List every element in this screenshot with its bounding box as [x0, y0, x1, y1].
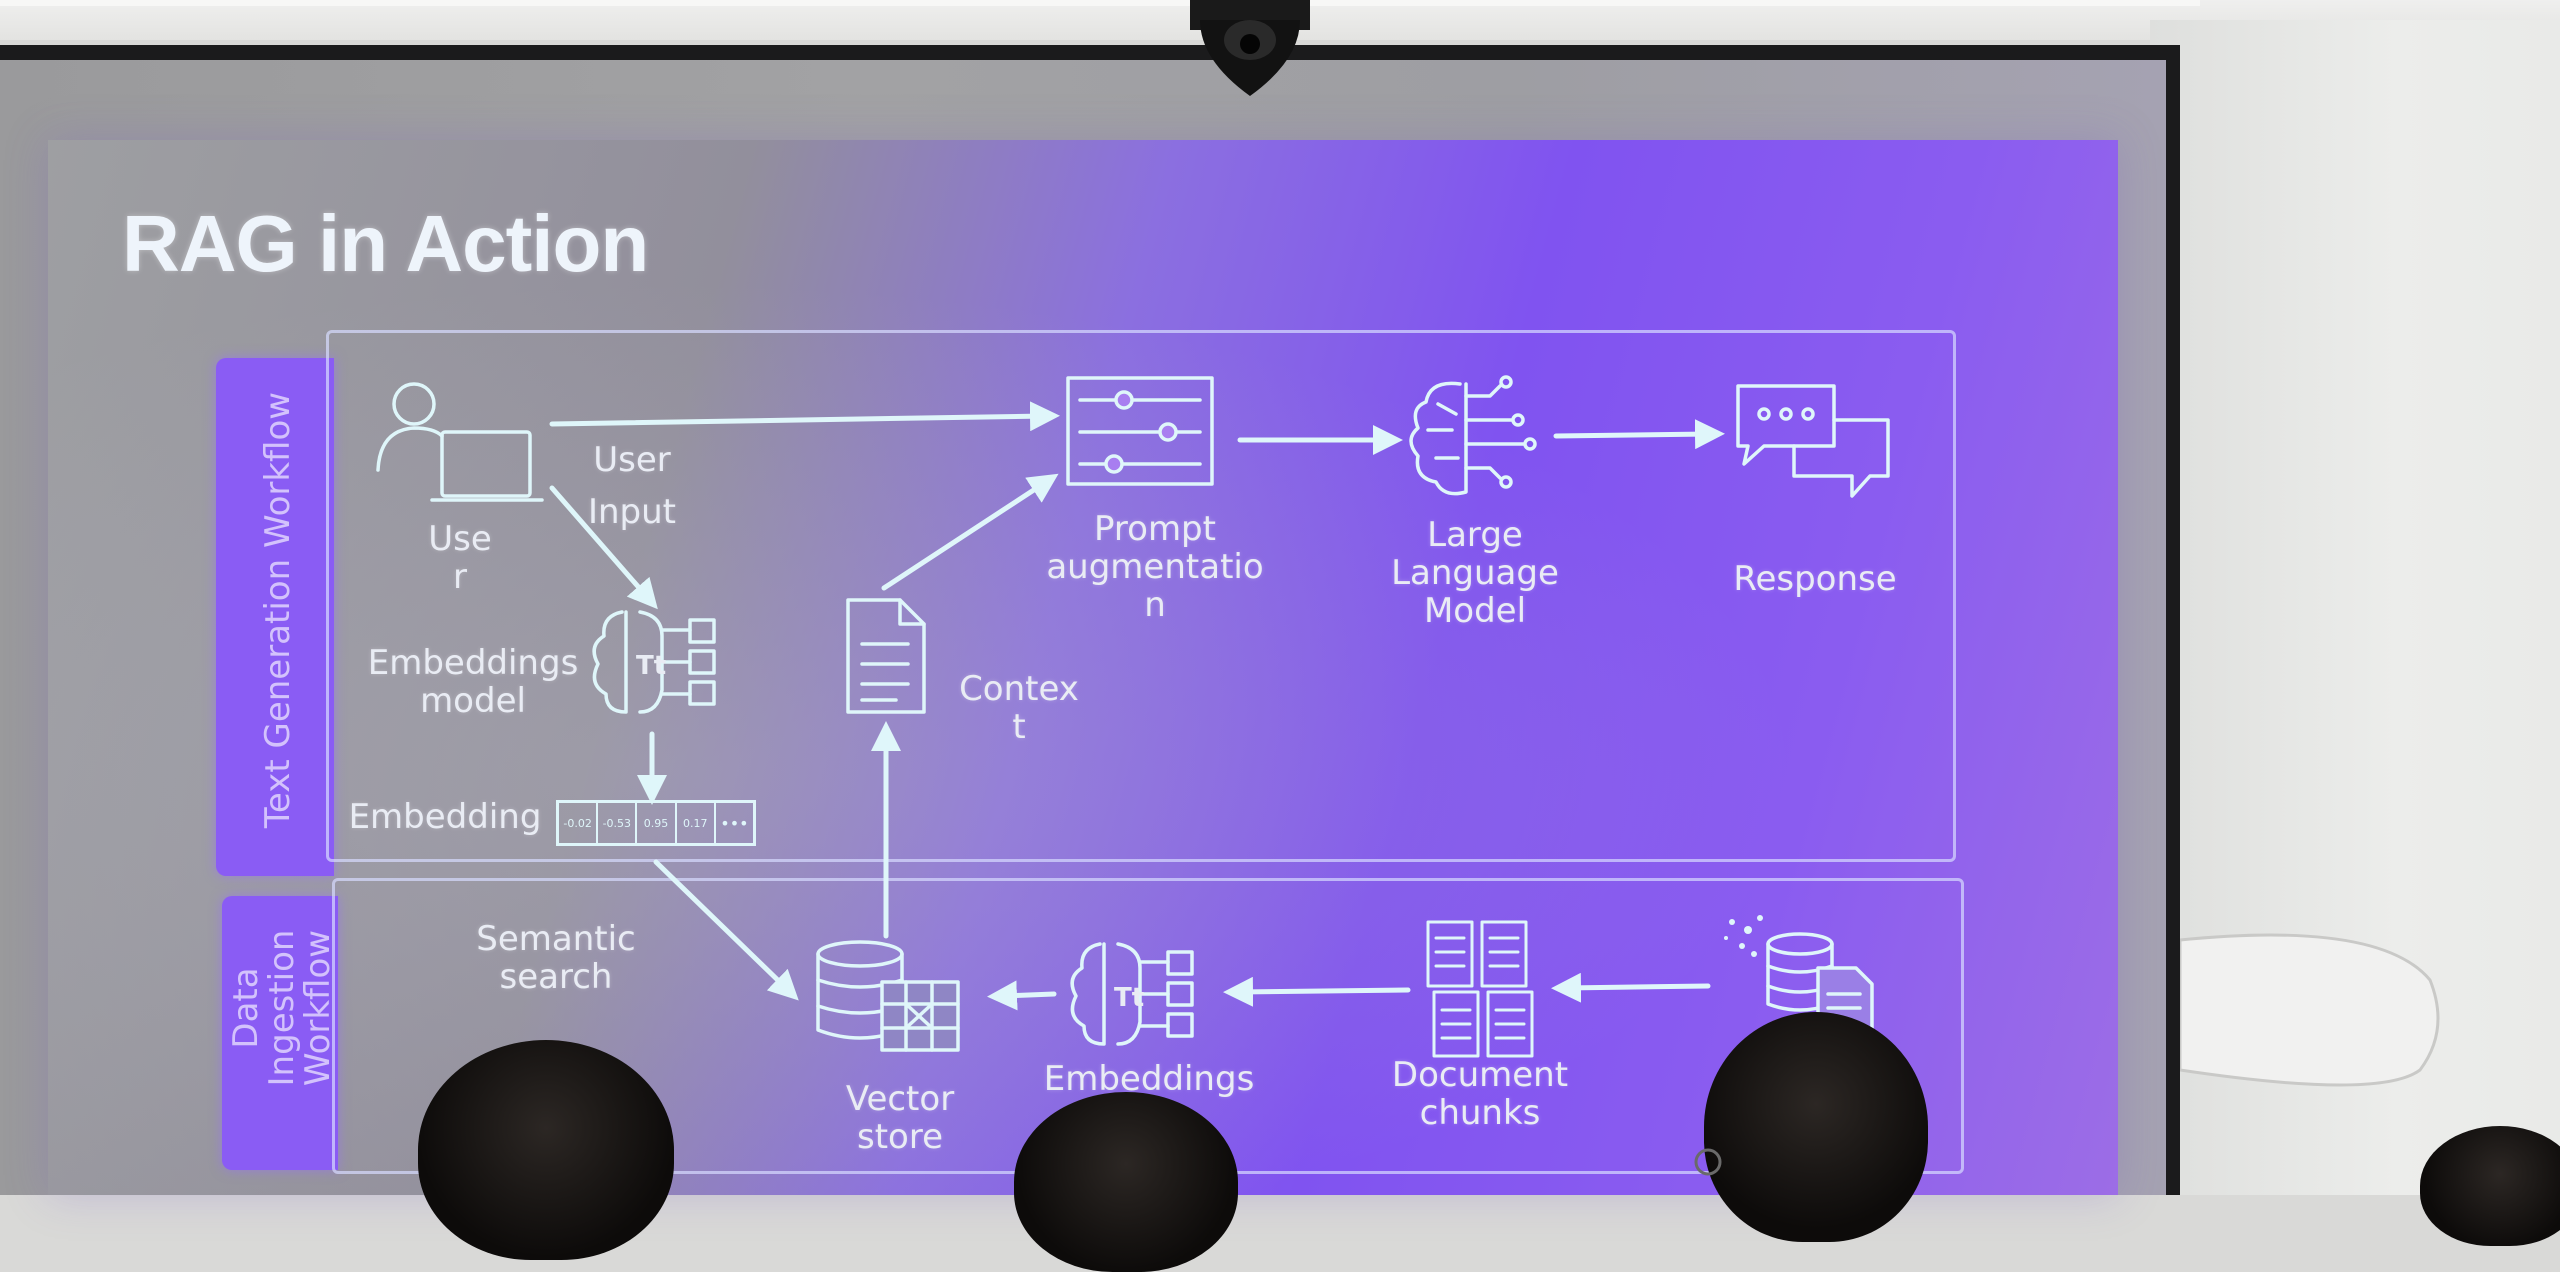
text-generation-panel	[326, 330, 1956, 862]
vector-database-icon	[816, 940, 960, 1052]
arrow-embedding-to-vector-store	[653, 859, 799, 1001]
embedding-value: 0.17	[677, 803, 716, 843]
llm-label: Large Language Model	[1391, 515, 1559, 631]
text-generation-tab	[216, 358, 334, 876]
ceiling-light	[0, 0, 2200, 6]
embedding-value: -0.02	[559, 803, 599, 843]
user-label: Use r	[428, 519, 492, 597]
webcam-icon	[1190, 0, 1310, 96]
embedding-ellipsis: •••	[720, 813, 749, 833]
audience-head	[2420, 1126, 2560, 1246]
embeddings-model-icon	[592, 610, 716, 714]
arrow-user-to-embeddings	[549, 485, 658, 610]
document-chunks-label: Document chunks	[1391, 1055, 1569, 1133]
scatter-dots	[1724, 915, 1763, 957]
audience-head	[1014, 1092, 1238, 1272]
arrow-source-to-chunks	[1551, 972, 1711, 1003]
sliders-icon	[1066, 376, 1214, 486]
vector-store-label: Vector store	[845, 1079, 955, 1157]
arrow-user-to-prompt	[549, 401, 1060, 432]
prompt-augmentation-label: Prompt augmentatio n	[1046, 509, 1264, 625]
embedding-value: 0.95	[637, 803, 677, 843]
brain-circuit-icon	[1409, 375, 1537, 496]
embedding-value: -0.53	[598, 803, 638, 843]
embeddings-model-icon-bottom	[1070, 942, 1194, 1046]
response-label: Response	[1733, 559, 1897, 599]
audience-head	[1704, 1012, 1928, 1242]
audience-head	[418, 1040, 674, 1260]
context-label: Contex t	[959, 669, 1079, 747]
embeddings-badge-top: Tt	[636, 651, 666, 681]
user-input-label: User Input	[587, 440, 677, 532]
chat-bubbles-icon	[1736, 384, 1890, 498]
document-chunks-icon	[1426, 920, 1534, 1058]
embeddings-model-label: Embeddings model	[367, 643, 579, 721]
user-laptop-icon	[376, 382, 544, 502]
embedding-label: Embedding	[348, 797, 542, 837]
slide	[48, 140, 2118, 1195]
glasses-icon	[1694, 1148, 1722, 1176]
arrow-context-to-prompt	[881, 473, 1059, 591]
arrow-embeddings-to-vector-store	[987, 980, 1057, 1011]
wall-fixture	[2180, 933, 2440, 1087]
arrow-llm-to-response	[1553, 419, 1725, 450]
rag-diagram: Tt Tt	[376, 375, 1890, 1058]
semantic-search-label: Semantic search	[476, 919, 636, 997]
slide-title: RAG in Action	[122, 199, 649, 288]
embedding-vector: -0.02 -0.53 0.95 0.17 •••	[556, 800, 756, 846]
document-icon	[846, 598, 926, 714]
embeddings-badge-bottom: Tt	[1114, 983, 1144, 1013]
flow-arrows	[549, 401, 1725, 1011]
arrow-chunks-to-embeddings	[1223, 976, 1411, 1007]
data-ingestion-tab	[222, 896, 338, 1170]
